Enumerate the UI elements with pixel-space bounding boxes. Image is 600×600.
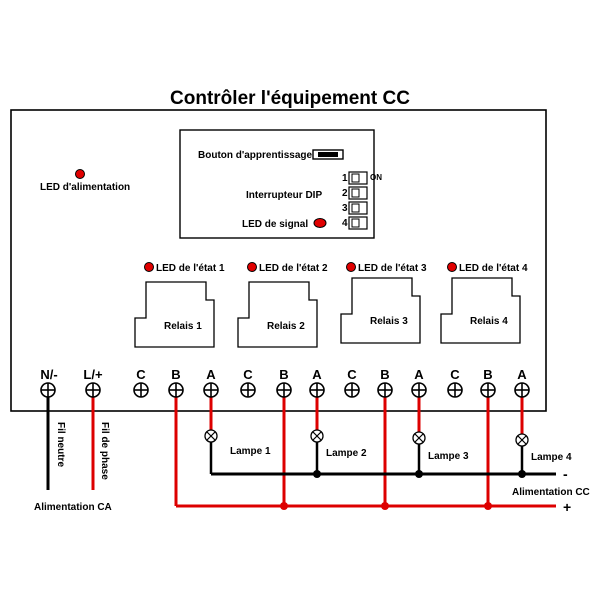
dip-number-2: 2	[342, 188, 348, 199]
terminal-screw-icon[interactable]	[411, 382, 427, 398]
terminal-label-r4-c: C	[450, 367, 460, 382]
dip-number-4: 4	[342, 218, 348, 229]
dc-supply-label: Alimentation CC	[512, 487, 590, 498]
terminal-label-r4-b: B	[483, 367, 492, 382]
terminal-screw-icon[interactable]	[344, 382, 360, 398]
power-led-icon	[75, 169, 85, 179]
dip-switch-label: Interrupteur DIP	[246, 190, 322, 201]
status-led-1-label: LED de l'état 1	[156, 263, 225, 274]
status-led-3-label: LED de l'état 3	[358, 263, 427, 274]
status-led-3-icon	[346, 262, 356, 272]
status-led-2-label: LED de l'état 2	[259, 263, 328, 274]
controller-enclosure	[10, 109, 547, 412]
terminal-label-l: L/+	[83, 367, 103, 382]
dip-toggle-4	[351, 218, 360, 228]
terminal-label-r3-b: B	[380, 367, 389, 382]
status-led-4-label: LED de l'état 4	[459, 263, 528, 274]
neutral-wire-label: Fil neutre	[55, 422, 66, 467]
learn-button-label: Bouton d'apprentissage	[198, 150, 312, 161]
lamp-4-icon	[515, 433, 529, 447]
power-led-label: LED d'alimentation	[40, 182, 130, 193]
relay-4-body	[440, 277, 521, 344]
terminal-label-n: N/-	[40, 367, 57, 382]
dc-minus-sign: -	[563, 466, 568, 482]
relay-1-body	[134, 281, 215, 348]
terminal-screw-icon[interactable]	[276, 382, 292, 398]
dip-switch[interactable]: 1 2 3 4	[342, 171, 368, 230]
terminal-screw-icon[interactable]	[309, 382, 325, 398]
dip-on-label: ON	[370, 173, 382, 182]
dip-toggle-3	[351, 203, 360, 213]
terminal-block	[40, 382, 530, 398]
terminal-screw-icon[interactable]	[514, 382, 530, 398]
terminal-screw-icon[interactable]	[168, 382, 184, 398]
relay-1-label: Relais 1	[164, 321, 202, 332]
status-led-4-icon	[447, 262, 457, 272]
terminal-screw-icon[interactable]	[240, 382, 256, 398]
lamp-4-label: Lampe 4	[531, 452, 572, 463]
junction-dot	[381, 502, 389, 510]
terminal-screw-icon[interactable]	[40, 382, 56, 398]
junction-dot	[313, 470, 321, 478]
terminal-label-r3-c: C	[347, 367, 357, 382]
lamp-3-icon	[412, 431, 426, 445]
control-panel-box	[179, 129, 375, 239]
terminal-screw-icon[interactable]	[203, 382, 219, 398]
dip-number-1: 1	[342, 173, 348, 184]
terminal-label-r1-c: C	[136, 367, 146, 382]
relay-3-label: Relais 3	[370, 316, 408, 327]
relay-2-body	[237, 281, 318, 348]
terminal-screw-icon[interactable]	[133, 382, 149, 398]
terminal-label-r2-c: C	[243, 367, 253, 382]
lamp-3-label: Lampe 3	[428, 451, 469, 462]
diagram-title: Contrôler l'équipement CC	[170, 88, 410, 109]
terminal-label-r2-a: A	[312, 367, 322, 382]
lamp-2-label: Lampe 2	[326, 448, 367, 459]
terminal-label-r1-b: B	[171, 367, 180, 382]
junction-dot	[484, 502, 492, 510]
terminal-screw-icon[interactable]	[85, 382, 101, 398]
status-led-1-icon	[144, 262, 154, 272]
terminal-label-r3-a: A	[414, 367, 424, 382]
dip-number-3: 3	[342, 203, 348, 214]
dip-toggle-1	[351, 173, 360, 183]
terminal-screw-icon[interactable]	[377, 382, 393, 398]
lamp-2-icon	[310, 429, 324, 443]
ac-supply-label: Alimentation CA	[34, 502, 112, 513]
terminal-label-r4-a: A	[517, 367, 527, 382]
signal-led-label: LED de signal	[242, 219, 308, 230]
junction-dot	[518, 470, 526, 478]
terminal-label-r2-b: B	[279, 367, 288, 382]
lamp-1-icon	[204, 429, 218, 443]
terminal-screw-icon[interactable]	[447, 382, 463, 398]
relay-2-label: Relais 2	[267, 321, 305, 332]
signal-led-icon	[313, 218, 327, 228]
terminal-label-r1-a: A	[206, 367, 216, 382]
phase-wire-label: Fil de phase	[99, 422, 110, 480]
relay-3-body	[340, 277, 421, 344]
terminal-screw-icon[interactable]	[480, 382, 496, 398]
junction-dot	[280, 502, 288, 510]
relay-4-label: Relais 4	[470, 316, 508, 327]
status-led-2-icon	[247, 262, 257, 272]
dc-plus-sign: +	[563, 499, 571, 515]
learn-button-knob	[318, 152, 338, 157]
dip-toggle-2	[351, 188, 360, 198]
junction-dot	[415, 470, 423, 478]
lamp-1-label: Lampe 1	[230, 446, 271, 457]
